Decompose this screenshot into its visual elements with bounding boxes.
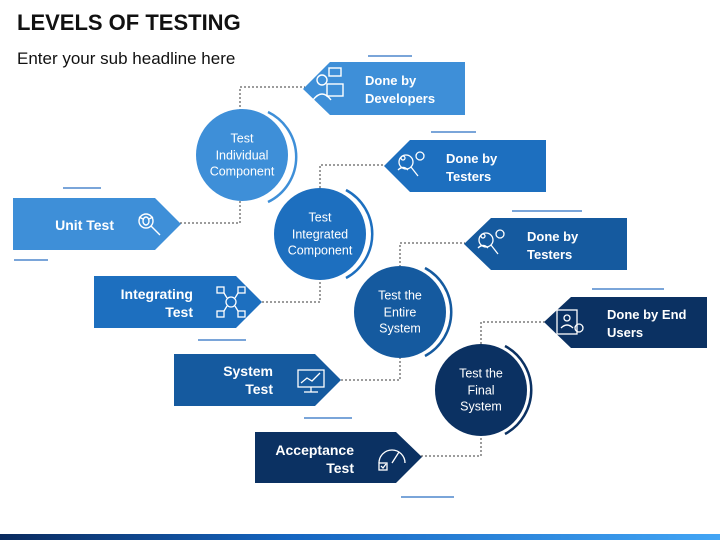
circle-test-final-system xyxy=(435,344,527,436)
footer-gradient-bar xyxy=(0,534,720,540)
page-title: LEVELS OF TESTING xyxy=(17,10,241,35)
done-by-end-users-label: Done by End Users xyxy=(607,307,687,340)
end-user-icon xyxy=(556,309,584,335)
system-test-arrow xyxy=(174,354,341,406)
done-by-testers-arrow-1 xyxy=(384,140,546,192)
done-by-testers-label-1: Done by Testers xyxy=(446,151,498,184)
developer-icon xyxy=(312,67,344,101)
level-1 xyxy=(13,62,465,250)
circle-label-entire: Test the Entire System xyxy=(378,288,422,336)
accent-lines xyxy=(14,55,664,498)
integrating-test-label: Integrating Test xyxy=(120,286,193,320)
circle-label-integrated: Test Integrated Component xyxy=(287,210,353,258)
tester-icon xyxy=(397,151,425,177)
level-2 xyxy=(94,140,546,328)
unit-test-label: Unit Test xyxy=(55,217,114,233)
monitor-chart-icon xyxy=(297,369,325,393)
circle-label-individual: Test Individual Component xyxy=(209,131,275,179)
unit-test-arrow xyxy=(13,198,181,250)
circle-test-entire-system xyxy=(354,266,446,358)
circle-test-integrated-component xyxy=(274,188,366,280)
circle-label-final: Test the Final System xyxy=(459,366,503,414)
done-by-testers-label-2: Done by Testers xyxy=(527,229,579,262)
bug-search-icon xyxy=(138,213,161,236)
system-test-label: System Test xyxy=(223,363,273,397)
gauge-check-icon xyxy=(378,449,406,471)
done-by-developers-arrow xyxy=(303,62,465,115)
level-4 xyxy=(255,297,707,483)
acceptance-test-label: Acceptance Test xyxy=(275,442,354,476)
done-by-testers-arrow-2 xyxy=(464,218,627,270)
integrating-test-arrow xyxy=(94,276,262,328)
page-subtitle: Enter your sub headline here xyxy=(17,49,236,68)
network-icon xyxy=(216,286,246,318)
tester-icon xyxy=(477,229,505,255)
done-by-end-users-arrow xyxy=(544,297,707,348)
circle-test-individual-component xyxy=(196,109,288,201)
done-by-developers-label: Done by Developers xyxy=(365,73,436,106)
level-3 xyxy=(174,218,627,406)
